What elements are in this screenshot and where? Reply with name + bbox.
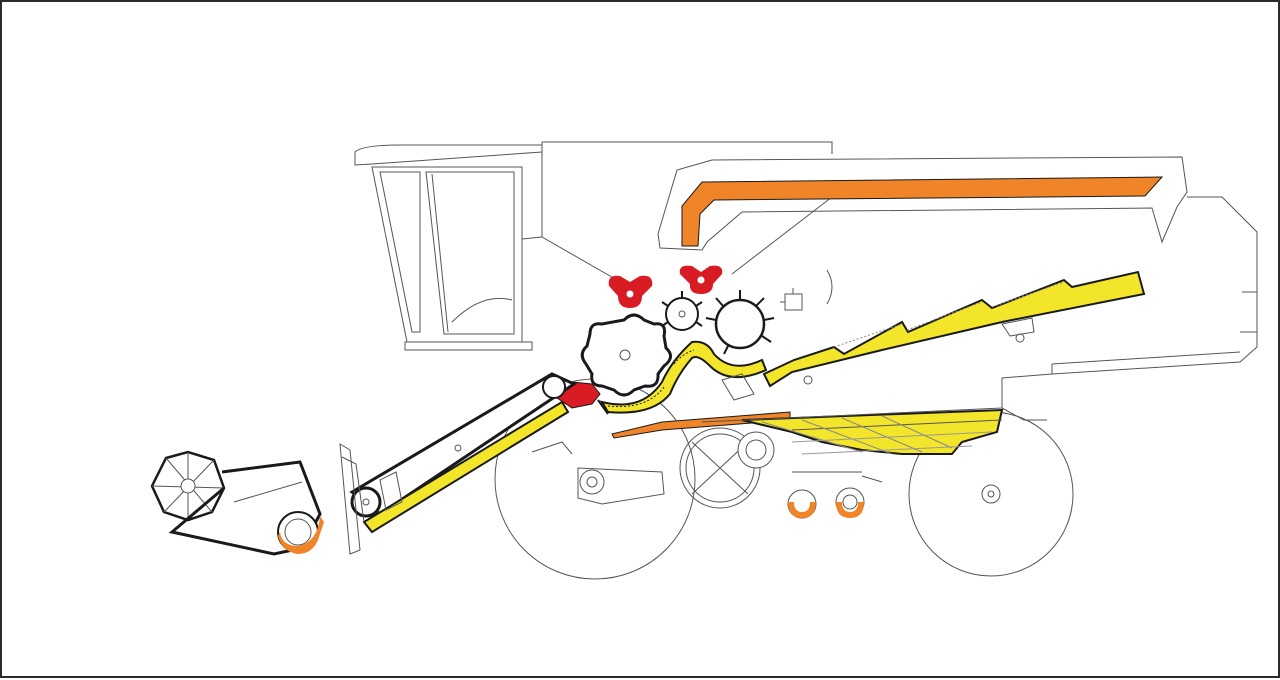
threshing-unit: [580, 288, 803, 414]
beater: [661, 291, 703, 331]
cleaning-fan-left: [608, 275, 653, 308]
separator-drum: [705, 290, 775, 355]
tailings-auger: [835, 487, 865, 518]
straw-walkers: [762, 270, 1146, 388]
unloading-auger-fill: [681, 176, 1164, 247]
operator-cab: [354, 144, 543, 351]
header-auger: [277, 511, 324, 554]
concave: [599, 340, 768, 414]
header: [150, 450, 324, 556]
threshing-drum: [580, 313, 672, 397]
machine-body: [521, 141, 1258, 421]
drive-components: [531, 373, 883, 509]
clean-grain-auger: [787, 489, 817, 519]
feeder-grain-stream: [362, 400, 570, 534]
sieves: [701, 407, 1004, 455]
cleaning-fan-right: [679, 265, 723, 294]
feeder-house: [339, 372, 578, 555]
unloading-auger: [657, 156, 1188, 251]
